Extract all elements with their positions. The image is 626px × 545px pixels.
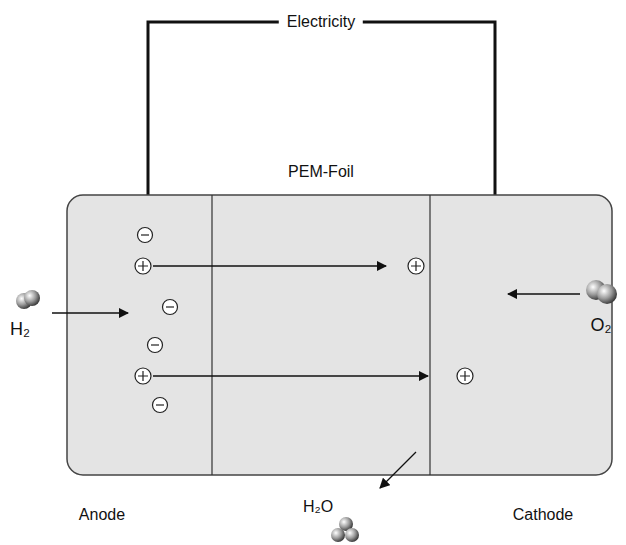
proton — [457, 368, 473, 384]
electron — [163, 300, 178, 315]
product-label: H₂O — [303, 498, 333, 516]
electron — [138, 228, 153, 243]
electrode-label: Anode — [79, 506, 125, 524]
gas-label: O₂ — [591, 316, 612, 336]
minus-sign — [141, 234, 149, 235]
plus-sign — [138, 261, 148, 271]
output-arrow — [380, 452, 416, 488]
membrane-boundary — [211, 195, 212, 475]
minus-sign — [151, 344, 159, 345]
proton-symbols — [135, 258, 473, 384]
atom — [331, 528, 345, 542]
wire-label: Electricity — [279, 13, 363, 31]
proton — [135, 258, 151, 274]
membrane-label: PEM-Foil — [288, 163, 354, 181]
atom — [24, 290, 40, 306]
atom — [345, 528, 359, 542]
plus-sign — [138, 371, 148, 381]
proton — [135, 368, 151, 384]
water-molecule — [331, 517, 359, 542]
gas-label: H₂ — [10, 320, 30, 340]
cell-housing — [67, 195, 612, 475]
electron — [148, 338, 163, 353]
circuit-wire — [148, 22, 495, 195]
input-arrow — [52, 312, 128, 313]
minus-sign — [156, 404, 164, 405]
plus-sign — [411, 261, 421, 271]
membrane-boundary — [429, 195, 430, 475]
electron-symbols — [138, 228, 178, 413]
electron — [153, 398, 168, 413]
proton — [408, 258, 424, 274]
minus-sign — [166, 306, 174, 307]
electrode-label: Cathode — [513, 506, 574, 524]
atom — [597, 284, 617, 304]
plus-sign — [460, 371, 470, 381]
oxygen-molecule — [586, 280, 617, 304]
input-arrow — [508, 293, 580, 294]
proton-flow-arrow — [153, 375, 428, 376]
proton-flow-arrow — [153, 265, 386, 266]
hydrogen-molecule — [16, 290, 40, 309]
